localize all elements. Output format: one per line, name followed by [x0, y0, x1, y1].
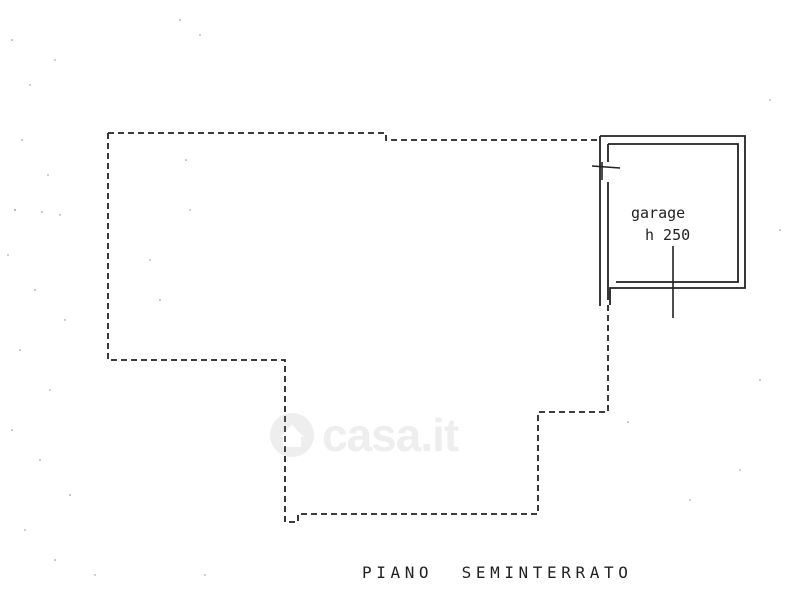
room-height-label: h 250	[645, 226, 691, 244]
footprint-outline	[107, 132, 609, 523]
floor-caption: PIANO SEMINTERRATO	[362, 563, 633, 582]
garage-walls	[599, 135, 746, 306]
room-label-garage: garage	[631, 204, 686, 222]
garage-door-mark	[591, 162, 621, 180]
scan-speckles	[7, 19, 781, 576]
